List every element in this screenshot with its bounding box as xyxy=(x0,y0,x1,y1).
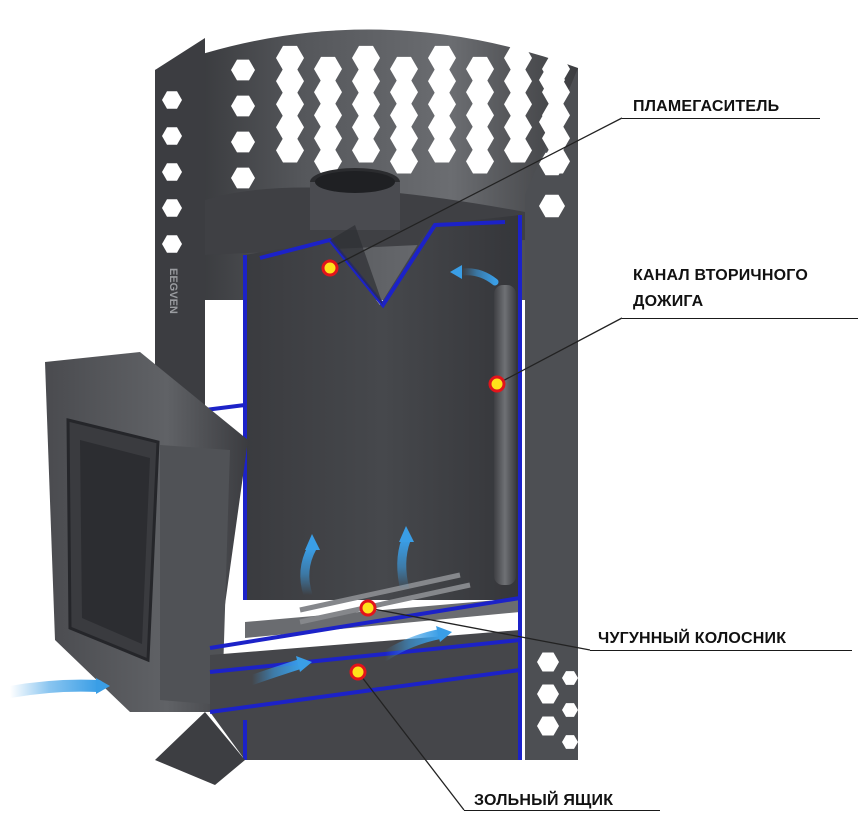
airflow-ashbox-arrow-1 xyxy=(247,659,305,685)
hex-perforation xyxy=(231,95,255,117)
airflow-inlet-arrow xyxy=(4,679,104,698)
callout-markers xyxy=(321,259,506,681)
hex-perforation xyxy=(162,235,182,253)
hex-perforation xyxy=(428,45,456,71)
ash-box xyxy=(210,630,520,760)
label-underline-flame-arrester xyxy=(622,118,820,119)
stove-leg xyxy=(155,712,245,785)
airflow-afterburn-arrow xyxy=(458,268,499,286)
label-underline-ashbox xyxy=(464,810,660,811)
afterburn-channel-pipe xyxy=(494,285,516,585)
leader-ashbox xyxy=(357,671,465,811)
marker-grate xyxy=(359,599,377,617)
hex-perforation xyxy=(162,163,182,181)
label-ash-box: ЗОЛЬНЫЙ ЯЩИК xyxy=(474,792,614,809)
label-underline-grate xyxy=(590,650,852,651)
outer-casing-left xyxy=(155,38,205,420)
grate-bars xyxy=(299,572,471,625)
marker-ashbox xyxy=(349,663,367,681)
hex-perforation xyxy=(428,92,456,117)
marker-flame-arrester xyxy=(321,259,339,277)
hex-perforation xyxy=(276,138,304,163)
hex-perforation xyxy=(314,149,342,174)
hex-perforation xyxy=(537,684,559,704)
hex-perforation xyxy=(537,716,559,736)
hex-perforation xyxy=(562,735,578,749)
label-underline-afterburn xyxy=(622,318,858,319)
hex-perforation xyxy=(162,91,182,109)
hex-perforation xyxy=(537,652,559,672)
hex-perforation xyxy=(539,110,565,134)
hex-perforation xyxy=(428,69,456,94)
hex-perforation xyxy=(428,115,456,140)
hex-perforation xyxy=(504,115,532,140)
hex-perforation xyxy=(162,199,182,217)
hex-perforation xyxy=(539,68,565,92)
hex-perforation xyxy=(231,167,255,189)
hex-perforation xyxy=(314,103,342,128)
ash-box-section-edge xyxy=(209,600,522,760)
hex-perforation xyxy=(562,671,578,685)
flue-collar xyxy=(310,182,400,230)
hex-perforation xyxy=(276,92,304,117)
hex-perforation xyxy=(352,138,380,163)
hex-perforation xyxy=(390,126,418,151)
hex-perforation xyxy=(276,69,304,94)
hex-perforation xyxy=(504,45,532,71)
airflow-up-arrow-2 xyxy=(397,535,411,595)
leader-lines xyxy=(329,117,623,811)
hex-perforation xyxy=(314,56,342,82)
label-flame-arrester: ПЛАМЕГАСИТЕЛЬ xyxy=(633,98,780,115)
hex-perforation xyxy=(390,149,418,174)
hex-perforation xyxy=(562,703,578,717)
hex-perforation xyxy=(390,103,418,128)
hex-perforation xyxy=(352,115,380,140)
hex-perforation xyxy=(466,126,494,151)
label-afterburn-line2: ДОЖИГА xyxy=(633,293,704,310)
hex-perforation xyxy=(466,149,494,174)
hex-perforation xyxy=(352,69,380,94)
firebox-section-edge xyxy=(204,215,522,600)
hex-perforation xyxy=(231,131,255,153)
outer-casing-right xyxy=(525,68,578,760)
hex-perforation xyxy=(314,126,342,151)
hex-perforation xyxy=(162,127,182,145)
leader-afterburn xyxy=(496,317,623,385)
airflow-ashbox-arrow-2 xyxy=(380,629,445,661)
hex-perforation xyxy=(428,138,456,163)
hex-perforation xyxy=(352,92,380,117)
hex-perforation xyxy=(314,80,342,105)
hex-perforation xyxy=(276,115,304,140)
firebox-inner xyxy=(245,215,520,600)
grate-section-edge xyxy=(209,596,521,650)
label-cast-iron-grate: ЧУГУННЫЙ КОЛОСНИК xyxy=(598,630,787,647)
hex-perforation xyxy=(231,59,255,81)
marker-afterburn xyxy=(488,375,506,393)
hex-perforation xyxy=(352,45,380,71)
door-handle-panel xyxy=(160,445,230,705)
hex-perforation xyxy=(504,92,532,117)
hex-perforation xyxy=(539,152,565,176)
hex-perforation xyxy=(504,69,532,94)
leader-flame-arrester xyxy=(329,117,623,269)
hex-perforation xyxy=(466,56,494,82)
hex-perforation xyxy=(466,103,494,128)
leader-grate xyxy=(367,607,591,651)
airflow-up-arrow-1 xyxy=(300,543,317,600)
label-afterburn-line1: КАНАЛ ВТОРИЧНОГО xyxy=(633,267,808,284)
brand-mark: EEGVEN xyxy=(167,268,179,314)
hex-perforation xyxy=(504,138,532,163)
hex-perforation xyxy=(466,80,494,105)
hex-perforation xyxy=(390,56,418,82)
hex-perforation xyxy=(390,80,418,105)
hex-perforation xyxy=(539,194,565,218)
hex-perforation xyxy=(276,45,304,71)
